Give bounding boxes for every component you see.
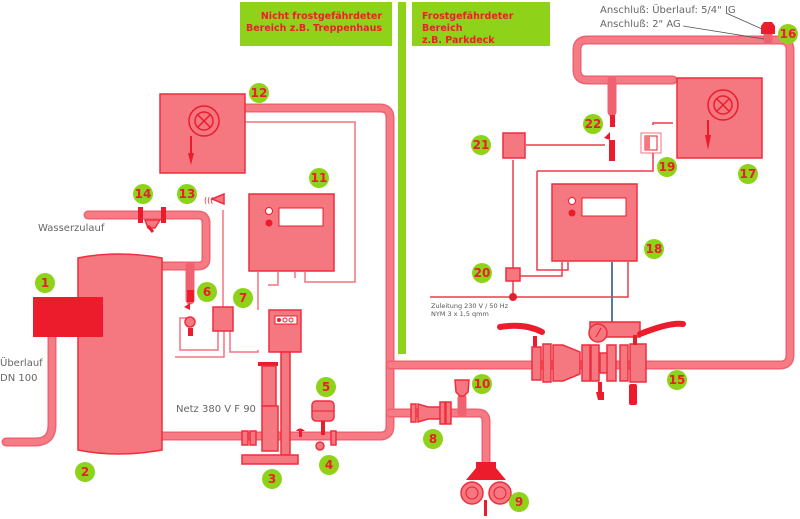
- overflow-connector-16: [761, 22, 775, 34]
- solenoid-valve-22: [604, 115, 615, 161]
- svg-text:8: 8: [429, 432, 437, 446]
- controller-11: [248, 193, 335, 272]
- label-dn: DN 100: [0, 373, 37, 384]
- svg-text:1: 1: [41, 276, 49, 290]
- badge-2: 2: [75, 462, 95, 482]
- badge-8: 8: [423, 429, 443, 449]
- badge-20: 20: [472, 263, 492, 283]
- svg-text:6: 6: [203, 285, 211, 299]
- badge-9: 9: [509, 492, 529, 512]
- label-anschluss-ag: Anschluß: 2" AG: [600, 19, 681, 30]
- control-box-7: [212, 306, 234, 332]
- badge-15: 15: [667, 370, 687, 390]
- alarm-horn-13: (((: [204, 192, 225, 206]
- badge-13: 13: [177, 184, 197, 204]
- expansion-vessel-5: [296, 400, 337, 451]
- badge-4: 4: [319, 455, 339, 475]
- zone-divider: [398, 2, 406, 354]
- badge-17: 17: [738, 164, 758, 184]
- svg-text:19: 19: [659, 160, 676, 174]
- badge-11: 11: [309, 168, 329, 188]
- zone-not-frost-header: Nicht frostgefährdeter Bereich z.B. Trep…: [240, 2, 392, 46]
- svg-text:2: 2: [81, 465, 89, 479]
- badge-6: 6: [197, 282, 217, 302]
- badge-22: 22: [583, 114, 603, 134]
- badge-19: 19: [657, 157, 677, 177]
- svg-text:4: 4: [325, 458, 333, 472]
- svg-text:16: 16: [780, 27, 797, 41]
- svg-text:3: 3: [268, 472, 276, 486]
- badge-7: 7: [233, 288, 253, 308]
- sensor-19: [640, 132, 662, 154]
- svg-text:17: 17: [740, 167, 757, 181]
- badge-18: 18: [644, 239, 664, 259]
- badge-3: 3: [262, 469, 282, 489]
- svg-text:13: 13: [179, 187, 196, 201]
- svg-text:18: 18: [646, 242, 663, 256]
- svg-text:7: 7: [239, 291, 247, 305]
- svg-text:22: 22: [585, 117, 602, 131]
- valve-6: [184, 290, 196, 336]
- badge-5: 5: [316, 377, 336, 397]
- zone-not-frost-line2: Bereich z.B. Treppenhaus: [245, 23, 382, 34]
- svg-text:11: 11: [311, 171, 328, 185]
- label-wasserzulauf: Wasserzulauf: [38, 223, 105, 234]
- badge-12: 12: [249, 83, 269, 103]
- svg-text:21: 21: [473, 138, 490, 152]
- label-zuleitung-1: Zuleitung 230 V / 50 Hz: [431, 302, 509, 310]
- badge-14: 14: [133, 184, 153, 204]
- badge-10: 10: [472, 374, 492, 394]
- badge-21: 21: [471, 135, 491, 155]
- svg-text:(((: (((: [204, 196, 213, 205]
- reducer-8: [410, 401, 452, 425]
- control-box-21: [502, 132, 526, 159]
- badge-1: 1: [35, 273, 55, 293]
- air-valve-10: [454, 379, 470, 397]
- strainer-14: [138, 207, 166, 233]
- valve-assembly-15: [497, 320, 686, 405]
- zone-not-frost-line1: Nicht frostgefährdeter: [260, 11, 382, 22]
- label-zuleitung-2: NYM 3 x 1,5 qmm: [431, 310, 489, 318]
- svg-text:5: 5: [322, 380, 330, 394]
- tank: [77, 253, 163, 455]
- pump-3: [241, 309, 302, 465]
- control-wiring: [175, 121, 673, 358]
- svg-text:15: 15: [669, 373, 686, 387]
- label-ueberlauf: Überlauf: [0, 356, 43, 369]
- outlet-coupling-9: [460, 462, 512, 516]
- controller-18: [551, 183, 638, 262]
- float-valve-box-17: [676, 77, 763, 159]
- zone-frost-line1: Frostgefährdeter Bereich: [422, 11, 514, 34]
- svg-text:20: 20: [474, 266, 491, 280]
- heater-block: [33, 297, 103, 337]
- label-netz: Netz 380 V F 90: [176, 404, 256, 415]
- svg-text:9: 9: [515, 495, 523, 509]
- float-valve-box-12: [159, 93, 246, 174]
- svg-text:14: 14: [135, 187, 152, 201]
- svg-text:12: 12: [251, 86, 268, 100]
- svg-text:10: 10: [474, 377, 491, 391]
- leader-line-2: [682, 25, 765, 40]
- zone-frost-line2: z.B. Parkdeck: [422, 35, 495, 46]
- control-box-20: [505, 267, 521, 282]
- leader-line-1: [725, 12, 763, 30]
- badge-16: 16: [778, 24, 798, 44]
- zone-frost-header: Frostgefährdeter Bereich z.B. Parkdeck: [412, 2, 550, 46]
- label-anschluss-ueberlauf: Anschluß: Überlauf: 5/4" IG: [600, 3, 736, 16]
